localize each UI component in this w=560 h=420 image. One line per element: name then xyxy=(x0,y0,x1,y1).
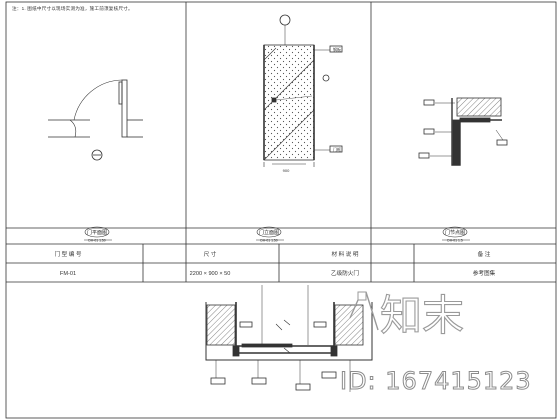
schedule-value-3: 乙级防火门 xyxy=(331,269,359,277)
sheet-frame xyxy=(5,1,557,419)
schedule-value-4: 参考图集 xyxy=(473,269,496,277)
bottom-section-detail xyxy=(205,285,373,392)
door-plan-view xyxy=(48,79,143,161)
elevation-tag-frame: 门框 xyxy=(333,146,341,152)
schedule-header-2: 尺 寸 xyxy=(204,250,217,258)
watermark-logo-text: 知末 xyxy=(380,291,464,340)
svg-text:DH-01 1:50: DH-01 1:50 xyxy=(88,239,105,243)
svg-text:门立面图: 门立面图 xyxy=(259,229,279,236)
watermark: 知末 ID: 167415123 xyxy=(340,290,532,395)
door-node-view xyxy=(418,97,508,166)
svg-text:DH-01 1:5: DH-01 1:5 xyxy=(447,239,463,243)
view-caption-2: 门立面图 DH-01 1:50 xyxy=(256,226,284,243)
schedule-header-4: 备 注 xyxy=(478,250,491,258)
schedule-value-2: 2200 × 900 × 50 xyxy=(190,271,231,277)
elevation-tag-steel: 钢板 xyxy=(333,46,341,52)
schedule-header-1: 门 型 编 号 xyxy=(54,250,81,258)
door-width-dim: 900 xyxy=(283,168,290,173)
svg-text:门节点图: 门节点图 xyxy=(445,229,465,236)
drawing-note: 注：1. 图纸中尺寸以现场实测为准，施工前须复核尺寸。 xyxy=(12,6,133,11)
watermark-id: ID: 167415123 xyxy=(340,367,532,395)
view-caption-3: 门节点图 DH-01 1:5 xyxy=(442,226,470,243)
schedule-value-1: FM-01 xyxy=(60,271,76,277)
schedule-header-3: 材 料 说 明 xyxy=(331,250,358,258)
door-elevation-view xyxy=(263,14,343,167)
watermark-logo-icon xyxy=(349,291,379,331)
svg-text:门平面图: 门平面图 xyxy=(87,229,107,236)
svg-text:DH-01 1:50: DH-01 1:50 xyxy=(260,239,277,243)
view-caption-1: 门平面图 DH-01 1:50 xyxy=(84,226,112,243)
